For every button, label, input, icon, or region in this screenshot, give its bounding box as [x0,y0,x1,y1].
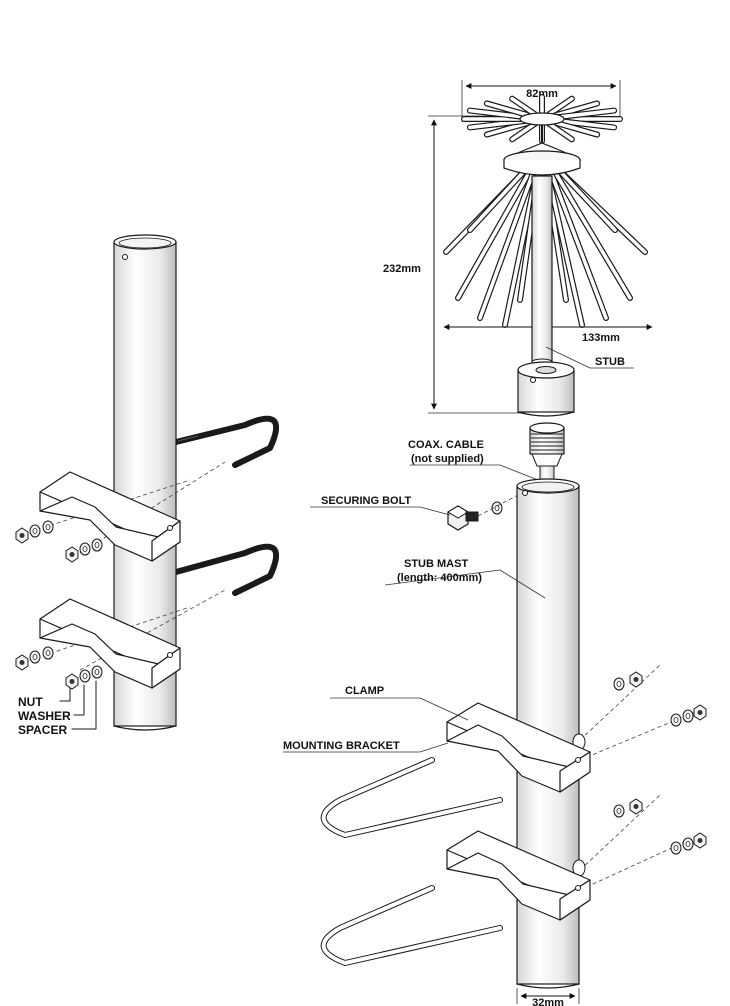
top-rod-1 [556,119,616,130]
radial-rod-7 [550,173,608,320]
securing-bolt [447,501,503,531]
top-rod-9 [468,108,528,119]
callout-stub-mast: STUB MAST [404,558,468,570]
radial-rod-1 [456,172,530,300]
top-rod-6 [485,120,532,137]
dim-32mm-label: 32mm [532,997,564,1006]
callout-securing-bolt: SECURING BOLT [321,495,412,507]
radial-rod-11 [560,171,617,232]
radial-rod-3 [503,173,538,327]
right-alignment-lines [579,664,701,891]
top-rod-2 [552,120,599,137]
right-clamp-upper [446,702,591,793]
callout-mounting-bracket: MOUNTING BRACKET [283,740,400,752]
radial-rod-8 [554,172,632,300]
left-bracket-lower [39,598,181,689]
antenna-radials [443,94,648,328]
right-clamp-lower [446,830,591,921]
dim-82mm-label: 82mm [526,88,558,100]
callout-clamp: CLAMP [345,685,384,697]
top-rod-3 [547,121,574,142]
right-u-bolt-lower [320,885,503,966]
callout-coax-cable: COAX. CABLE [408,439,484,451]
antenna-stub [517,175,575,417]
top-rod-14 [552,101,599,118]
callout-coax-note: (not supplied) [411,453,484,465]
left-mast-assembly: NUT WASHER SPACER [15,234,280,737]
right-u-bolt-upper [320,757,503,838]
top-rod-10 [485,101,532,118]
legend-leaders [59,680,97,730]
callout-stub-mast-length: (length: 400mm) [397,572,482,584]
legend-nut: NUT [18,695,43,709]
right-hardware [613,671,707,855]
radial-rod-10 [468,171,525,232]
left-bracket-upper [39,471,181,562]
left-u-bolt-lower [173,543,280,596]
dim-133mm-label: 133mm [582,332,620,344]
top-rod-5 [510,121,537,142]
legend-washer: WASHER [18,709,71,723]
left-u-bolt-upper [173,415,280,468]
top-rod-13 [547,96,574,117]
right-antenna-assembly: 82mm 232mm 133mm [283,80,707,1006]
radial-rod-6 [546,173,584,327]
coax-connector [529,422,565,487]
antenna-hub [502,112,582,176]
top-rod-11 [510,96,537,117]
legend-spacer: SPACER [18,723,67,737]
radial-rod-2 [478,173,534,320]
dim-232mm-label: 232mm [383,263,421,275]
left-hardware-lower [15,646,103,690]
top-rod-15 [556,108,616,119]
callout-stub: STUB [595,356,625,368]
dimension-mast-diameter: 32mm [516,988,580,1006]
dimension-whip-span: 82mm [461,80,621,122]
left-hardware-upper [15,520,103,563]
